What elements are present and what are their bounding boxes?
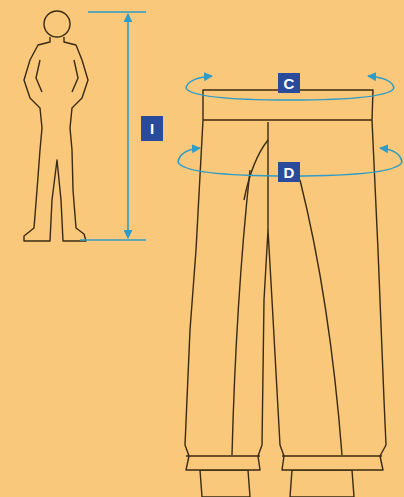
person-figure bbox=[24, 11, 88, 241]
callout-letter: D bbox=[284, 165, 295, 180]
callout-box: I bbox=[141, 116, 163, 141]
trousers bbox=[185, 90, 386, 497]
callout-box: C bbox=[278, 73, 300, 93]
callout-letter: C bbox=[284, 76, 295, 91]
callout-box: D bbox=[278, 162, 300, 182]
callout-letter: I bbox=[150, 121, 154, 136]
height-arrow bbox=[80, 12, 146, 240]
